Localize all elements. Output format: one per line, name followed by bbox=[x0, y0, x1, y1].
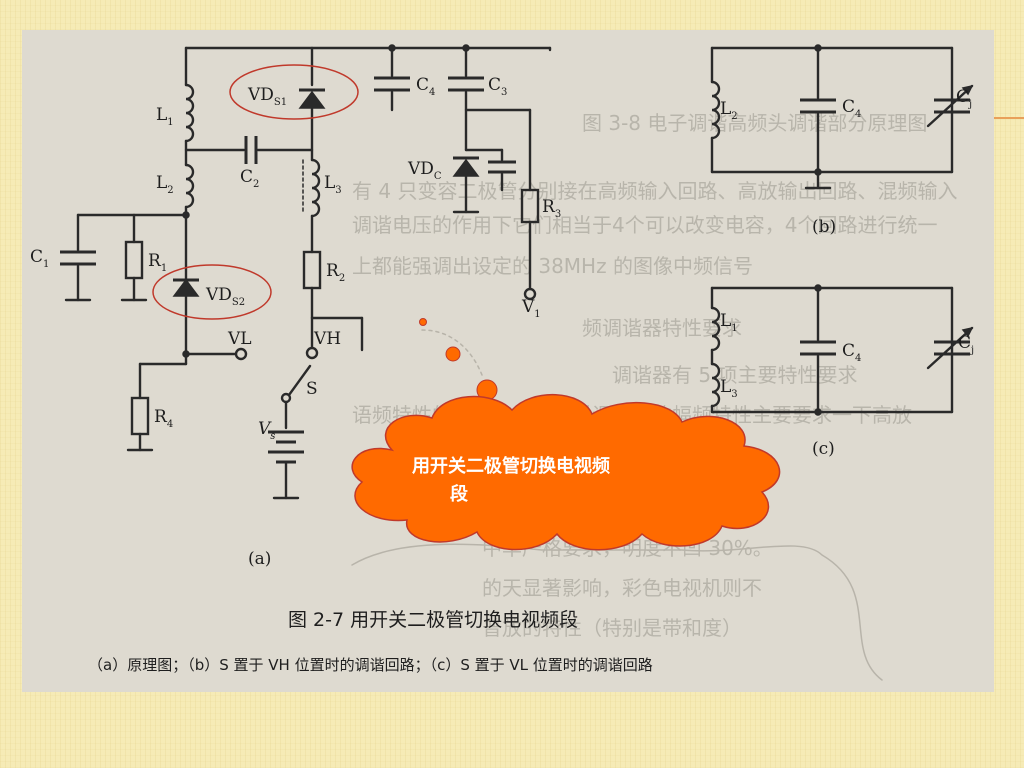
callout-text-line2: 段 bbox=[450, 483, 469, 505]
ghost-line-9: 的天显著影响，彩色电视机则不 bbox=[482, 576, 762, 600]
label-c-l1: L1 bbox=[720, 311, 738, 334]
label-a: (a) bbox=[248, 549, 271, 569]
label-c-c4: C4 bbox=[842, 341, 861, 364]
figure-subcaption: （a）原理图；（b）S 置于 VH 位置时的调谐回路；（c）S 置于 VL 位置… bbox=[88, 656, 653, 674]
inductor-c-l1 bbox=[710, 306, 721, 352]
label-s: S bbox=[306, 379, 318, 399]
label-l2: L2 bbox=[156, 173, 174, 196]
circuit-c: L1 L3 C4 Cj (c) bbox=[710, 284, 974, 459]
label-c1: C1 bbox=[30, 247, 49, 270]
diode-vds1 bbox=[298, 90, 326, 109]
highlight-vds2 bbox=[152, 264, 272, 320]
label-b-l2: L2 bbox=[720, 99, 738, 122]
label-c2: C2 bbox=[240, 167, 259, 190]
label-v1: V1 bbox=[521, 297, 541, 320]
circuit-a: L1 L2 L3 C2 C1 R1 R2 R3 R4 C4 C3 VDS1 VD… bbox=[30, 44, 561, 569]
terminal-v1 bbox=[523, 287, 537, 301]
highlight-vds1 bbox=[229, 64, 359, 120]
diode-vdc bbox=[452, 158, 480, 177]
label-vs: Vs bbox=[258, 419, 275, 442]
ghost-line-10: 普放的特性（特别是带和度） bbox=[482, 616, 742, 640]
thought-bubble-small bbox=[419, 318, 427, 326]
diode-vds2 bbox=[172, 278, 200, 297]
callout: 用开关二极管切换电视频 段 bbox=[351, 318, 781, 551]
label-vh: VH bbox=[313, 329, 341, 349]
label-r4: R4 bbox=[154, 407, 173, 430]
inductor-l3 bbox=[310, 158, 321, 218]
label-b-cj: Cj bbox=[956, 87, 972, 110]
circuit-b: L2 C4 Cj (b) bbox=[710, 44, 974, 237]
inductor-l2 bbox=[184, 163, 195, 209]
ghost-curve bbox=[351, 543, 883, 681]
label-c: (c) bbox=[812, 439, 835, 459]
scanned-figure: 图 3-8 电子调谐高频头调谐部分原理图 有 4 只变容二极管分别接在高频输入回… bbox=[22, 30, 994, 692]
label-r1: R1 bbox=[148, 251, 167, 274]
label-vds1: VDS1 bbox=[247, 85, 287, 108]
ghost-line-2: 有 4 只变容二极管分别接在高频输入回路、高放输出回路、混频输入 bbox=[352, 179, 957, 203]
resistor-r2 bbox=[302, 250, 322, 290]
label-c4: C4 bbox=[416, 75, 435, 98]
ghost-dashed-curve bbox=[421, 329, 483, 376]
accent-line bbox=[994, 117, 1024, 119]
label-r3: R3 bbox=[542, 197, 561, 220]
label-vds2: VDS2 bbox=[205, 285, 245, 308]
terminal-vl bbox=[234, 347, 248, 361]
label-r2: R2 bbox=[326, 261, 345, 284]
terminal-vh bbox=[305, 346, 319, 360]
label-c-cj: Cj bbox=[958, 333, 974, 356]
ghost-line-4: 上都能强调出设定的 38MHz 的图像中频信号 bbox=[352, 254, 753, 278]
resistor-r4 bbox=[130, 396, 150, 436]
label-vdc: VDC bbox=[407, 159, 442, 182]
label-c3: C3 bbox=[488, 75, 507, 98]
label-l1: L1 bbox=[156, 105, 174, 128]
ghost-text: 图 3-8 电子调谐高频头调谐部分原理图 有 4 只变容二极管分别接在高频输入回… bbox=[351, 111, 957, 681]
resistor-r1 bbox=[124, 240, 144, 280]
label-c-l3: L3 bbox=[720, 377, 738, 400]
figure-caption: 图 2-7 用开关二极管切换电视频段 bbox=[288, 609, 578, 631]
ghost-line-3: 调谐电压的作用下它们相当于4个可以改变电容，4个回路进行统一 bbox=[352, 213, 937, 237]
callout-cloud bbox=[351, 393, 781, 551]
label-vl: VL bbox=[227, 329, 252, 349]
thought-bubble-medium bbox=[445, 346, 461, 362]
inductor-c-l3 bbox=[710, 362, 721, 408]
label-l3: L3 bbox=[324, 173, 342, 196]
inductor-b-l2 bbox=[710, 80, 721, 140]
label-b-c4: C4 bbox=[842, 97, 861, 120]
inductor-l1 bbox=[184, 83, 195, 143]
label-b: (b) bbox=[812, 217, 836, 237]
circuit-diagram: 图 3-8 电子调谐高频头调谐部分原理图 有 4 只变容二极管分别接在高频输入回… bbox=[30, 44, 974, 681]
callout-text-line1: 用开关二极管切换电视频 bbox=[412, 455, 610, 477]
ghost-line-6: 调谐器有 5 项主要特性要求 bbox=[612, 363, 857, 387]
ghost-line-1: 图 3-8 电子调谐高频头调谐部分原理图 bbox=[582, 111, 927, 135]
